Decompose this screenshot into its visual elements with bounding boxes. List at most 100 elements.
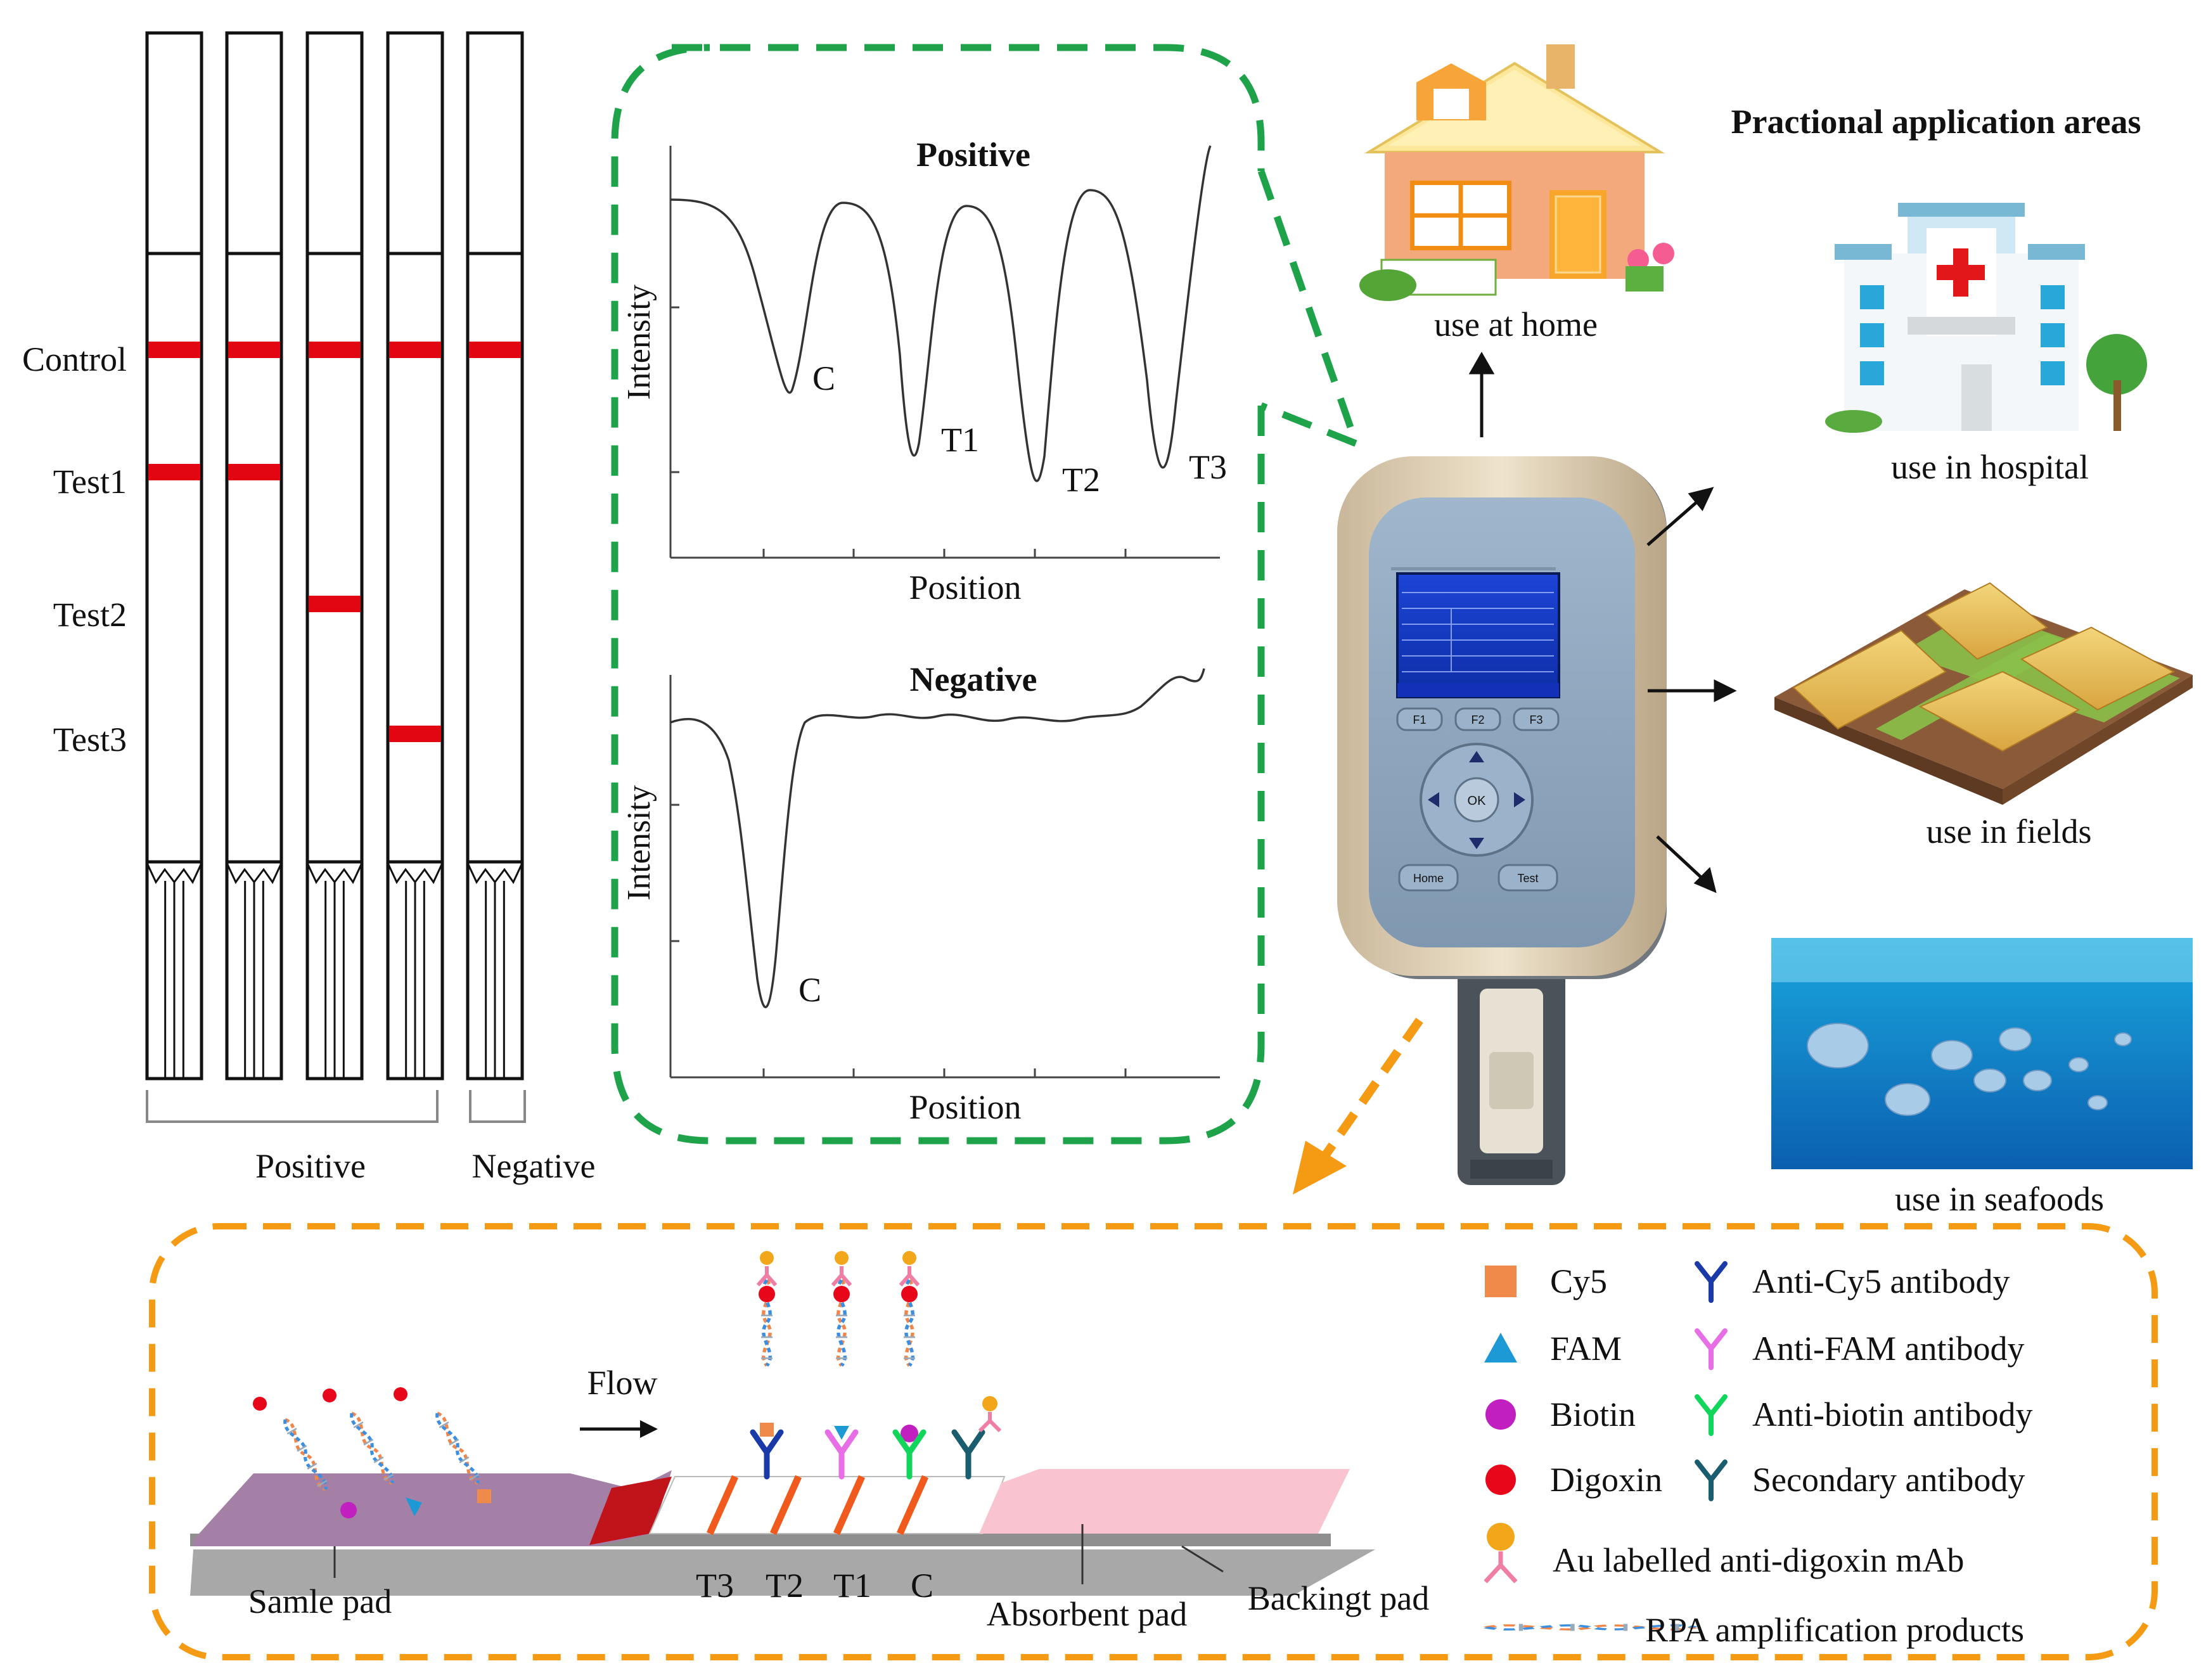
legend-label-biotin: Biotin	[1550, 1395, 1636, 1433]
legend-label-cy5: Cy5	[1550, 1262, 1607, 1300]
applications-title: Practional application areas	[1731, 103, 2141, 141]
ok-key: OK	[1468, 794, 1487, 808]
row-label-test3: Test3	[53, 721, 127, 759]
captured-complexes	[753, 1251, 1002, 1477]
legend-antibody-label: Anti-biotin antibody	[1752, 1395, 2032, 1433]
legend-antibody-icon	[1695, 1261, 1728, 1303]
positive-curve-plot: Positive Intensity Position C T1 T2 T3	[621, 136, 1227, 606]
positive-title: Positive	[916, 136, 1030, 174]
handheld-reader-device: F1 F2 F3 OK Home Test	[1337, 456, 1667, 1185]
band-control	[148, 342, 200, 358]
legend-antibody-label: Anti-Cy5 antibody	[1752, 1262, 2010, 1300]
strip-group-brackets: Positive Negative	[146, 1090, 596, 1185]
rpa-products-on-sample-pad	[253, 1387, 491, 1518]
application-arrows	[1468, 351, 1737, 894]
flow-arrow: Flow	[580, 1364, 658, 1438]
negative-intensity-line	[670, 668, 1205, 1008]
peak-t1: T1	[941, 421, 979, 459]
band-control	[469, 342, 521, 358]
band-control	[228, 342, 280, 358]
test-key: Test	[1517, 872, 1538, 885]
legend-marker-digoxin	[1485, 1465, 1516, 1495]
peak-c-negative: C	[798, 971, 821, 1009]
negative-xlabel: Position	[909, 1088, 1021, 1126]
legend-label-fam: FAM	[1550, 1330, 1622, 1368]
strip-row-labels: Control Test1 Test2 Test3	[22, 340, 127, 759]
negative-ylabel: Intensity	[621, 785, 657, 901]
group-label-positive: Positive	[255, 1147, 366, 1185]
peak-t2: T2	[1062, 461, 1100, 499]
green-callout-pointer	[1257, 170, 1363, 450]
legend-antibody-icon	[1695, 1328, 1728, 1370]
test-strips-panel	[145, 31, 524, 1080]
band-test1	[148, 464, 200, 480]
t3-line	[706, 1475, 739, 1536]
legend-antibody-label: Anti-FAM antibody	[1752, 1330, 2025, 1368]
f2-key: F2	[1471, 714, 1484, 726]
peak-t3: T3	[1189, 448, 1227, 486]
fields-illustration	[1774, 582, 2193, 805]
peak-c: C	[812, 359, 835, 397]
device-screen	[1396, 572, 1560, 698]
lateral-flow-strip	[190, 1469, 1375, 1596]
legend-antibody-icon	[1695, 1459, 1728, 1501]
house-illustration	[1359, 44, 1674, 301]
test-strip	[225, 31, 283, 1080]
positive-intensity-line	[670, 145, 1212, 482]
t2-label: T2	[766, 1567, 804, 1605]
absorbent-pad-label: Absorbent pad	[987, 1595, 1187, 1633]
legend-marker-cy5	[1485, 1266, 1517, 1297]
test-strip	[145, 31, 203, 1080]
f3-key: F3	[1529, 714, 1542, 726]
test-strip	[386, 31, 444, 1080]
use-in-fields-label: use in fields	[1927, 812, 2092, 850]
absorbent-pad	[979, 1469, 1350, 1534]
t1-label: T1	[833, 1567, 871, 1605]
strip-labels: Samle pad T3 T2 T1 C Absorbent pad Backi…	[248, 1524, 1429, 1633]
sample-pad-label: Samle pad	[248, 1582, 392, 1620]
test-strip	[466, 31, 524, 1080]
row-label-test2: Test2	[53, 596, 127, 634]
flow-label: Flow	[587, 1364, 657, 1402]
au-label: Au labelled anti-digoxin mAb	[1553, 1541, 1964, 1579]
row-label-test1: Test1	[53, 463, 127, 501]
home-key: Home	[1413, 872, 1444, 885]
legend-antibody-label: Secondary antibody	[1752, 1461, 2025, 1499]
t1-line	[833, 1475, 866, 1536]
band-test2	[309, 596, 361, 612]
positive-xlabel: Position	[909, 568, 1021, 606]
nitrocellulose-membrane	[648, 1476, 1006, 1534]
negative-curve-plot: Negative Intensity Position C	[621, 660, 1220, 1126]
au-antibody-icon	[1484, 1551, 1518, 1584]
legend-antibody-icon	[1695, 1394, 1728, 1436]
row-label-control: Control	[22, 340, 127, 378]
use-in-hospital-label: use in hospital	[1891, 448, 2089, 486]
test-strip	[305, 31, 364, 1080]
rpa-label: RPA amplification products	[1645, 1611, 2024, 1649]
sample-pad	[193, 1470, 672, 1546]
legend-marker-biotin	[1485, 1399, 1516, 1430]
group-label-negative: Negative	[472, 1147, 596, 1185]
hospital-illustration	[1825, 203, 2147, 433]
f1-key: F1	[1413, 714, 1426, 726]
au-marker	[1487, 1523, 1515, 1551]
seafood-illustration	[1771, 938, 2193, 1169]
use-at-home-label: use at home	[1434, 305, 1598, 343]
orange-dashed-box	[149, 1223, 2158, 1660]
green-dashed-callout	[611, 44, 1265, 1145]
band-control	[389, 342, 441, 358]
legend-marker-fam	[1484, 1333, 1517, 1363]
backing-pad-label: Backingt pad	[1248, 1579, 1429, 1617]
negative-title: Negative	[910, 660, 1037, 698]
legend-label-digoxin: Digoxin	[1550, 1461, 1662, 1499]
c-label: C	[911, 1567, 933, 1605]
c-line	[896, 1475, 929, 1536]
t3-label: T3	[696, 1567, 734, 1605]
band-test1	[228, 464, 280, 480]
t2-line	[769, 1475, 802, 1536]
band-test3	[389, 726, 441, 742]
orange-dashed-arrow	[1293, 1017, 1423, 1195]
use-in-seafoods-label: use in seafoods	[1895, 1180, 2104, 1218]
conjugate-pad	[589, 1477, 672, 1545]
